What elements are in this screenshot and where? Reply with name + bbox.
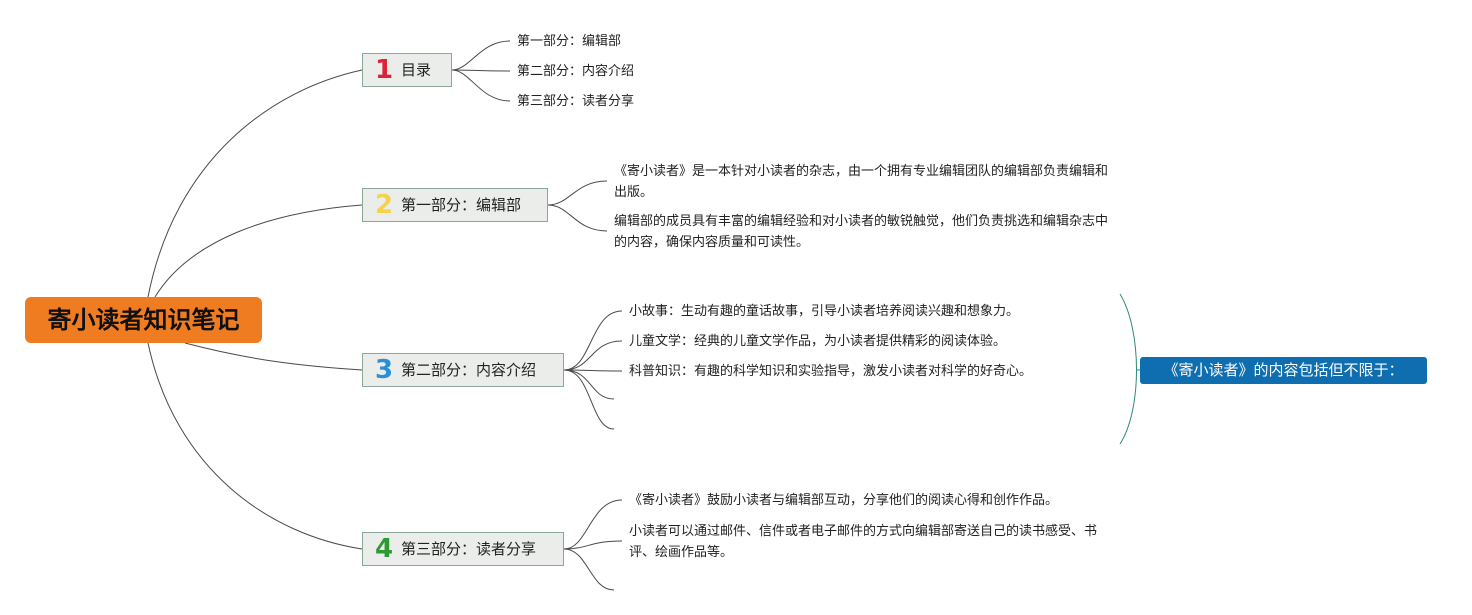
link-b1-leaf-3	[451, 69, 511, 102]
link-root-branch-1	[147, 69, 363, 298]
link-root-branch-2	[154, 204, 363, 298]
branch-1-leaf-2[interactable]: 第二部分：内容介绍	[517, 64, 635, 79]
branch-2-leaf-1[interactable]: 《寄小读者》是一本针对小读者的杂志，由一个拥有专业编辑团队的编辑部负责编辑和出版…	[614, 164, 1109, 200]
branch-1-leaf-3[interactable]: 第三部分：读者分享	[517, 94, 635, 109]
number-1-icon: 1	[374, 55, 394, 85]
link-root-branch-4	[147, 342, 363, 550]
link-b4-leaf-1	[563, 499, 623, 550]
summary-bracket	[1119, 293, 1137, 445]
number-3-icon: 3	[374, 355, 394, 385]
branch-2-leaf-2[interactable]: 编辑部的成员具有丰富的编辑经验和对小读者的敏锐触觉，他们负责挑选和编辑杂志中的内…	[614, 214, 1109, 250]
summary-topic[interactable]: 《寄小读者》的内容包括但不限于：	[1140, 357, 1427, 384]
link-b1-leaf-2	[451, 69, 511, 72]
branch-label-4: 第三部分：读者分享	[401, 540, 537, 558]
branch-label-2: 第一部分：编辑部	[401, 196, 522, 214]
link-b3-leaf-4	[563, 369, 615, 400]
root-topic[interactable]: 寄小读者知识笔记	[25, 297, 262, 343]
number-2-icon: 2	[374, 190, 394, 220]
link-b2-leaf-1	[547, 180, 608, 206]
branch-topic-2[interactable]: 2 第一部分：编辑部	[362, 188, 548, 222]
link-b4-leaf-3	[563, 548, 615, 591]
branch-topic-1[interactable]: 1 目录	[362, 53, 452, 87]
branch-1-leaf-1[interactable]: 第一部分：编辑部	[517, 34, 622, 49]
link-b3-leaf-2	[563, 340, 623, 371]
branch-3-leaf-2[interactable]: 儿童文学：经典的儿童文学作品，为小读者提供精彩的阅读体验。	[629, 334, 1007, 349]
link-b2-leaf-2	[547, 204, 608, 232]
link-b4-leaf-2	[563, 540, 623, 550]
branch-3-leaf-3[interactable]: 科普知识：有趣的科学知识和实验指导，激发小读者对科学的好奇心。	[629, 364, 1033, 379]
link-root-branch-3	[184, 342, 363, 371]
branch-topic-3[interactable]: 3 第二部分：内容介绍	[362, 353, 564, 387]
number-4-icon: 4	[374, 534, 394, 564]
branch-label-1: 目录	[401, 61, 432, 79]
branch-label-3: 第二部分：内容介绍	[401, 361, 537, 379]
branch-4-leaf-2[interactable]: 小读者可以通过邮件、信件或者电子邮件的方式向编辑部寄送自己的读书感受、书评、绘画…	[629, 524, 1098, 560]
link-b3-leaf-1	[563, 310, 623, 371]
link-b3-leaf-5	[563, 369, 615, 430]
link-b3-leaf-3	[563, 369, 623, 372]
link-b1-leaf-1	[451, 40, 511, 71]
branch-3-leaf-1[interactable]: 小故事：生动有趣的童话故事，引导小读者培养阅读兴趣和想象力。	[629, 304, 1020, 319]
branch-4-leaf-1[interactable]: 《寄小读者》鼓励小读者与编辑部互动，分享他们的阅读心得和创作作品。	[629, 493, 1059, 508]
branch-topic-4[interactable]: 4 第三部分：读者分享	[362, 532, 564, 566]
